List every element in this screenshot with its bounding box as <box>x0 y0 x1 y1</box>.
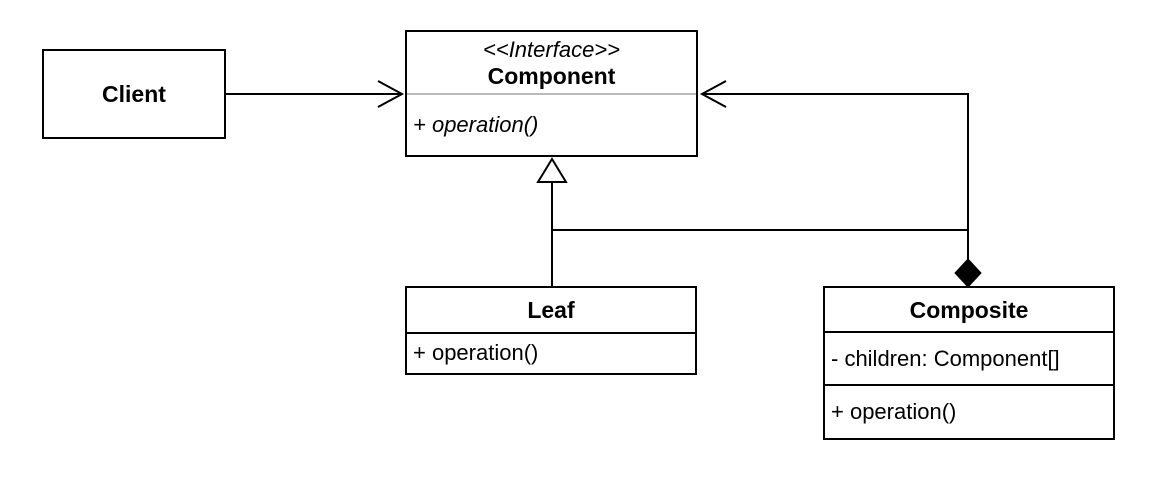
component-operation: + operation() <box>413 112 539 137</box>
class-box-composite: Composite - children: Component[] + oper… <box>823 286 1115 440</box>
leaf-component-realization <box>536 157 568 287</box>
filled-diamond-icon <box>954 258 982 288</box>
leaf-operation: + operation() <box>413 340 539 365</box>
class-name-leaf: Leaf <box>527 297 575 323</box>
composite-operation: + operation() <box>831 399 957 424</box>
class-box-leaf: Leaf + operation() <box>405 286 697 375</box>
composite-component-composition <box>699 80 982 288</box>
class-header-composite: Composite <box>825 288 1113 333</box>
stereotype-label: <<Interface>> <box>483 36 620 62</box>
hollow-triangle-icon <box>536 157 568 183</box>
client-component-association <box>226 80 405 108</box>
class-box-component: <<Interface>> Component + operation() <box>405 30 698 157</box>
open-arrowhead-icon <box>699 80 727 108</box>
composite-attribute: - children: Component[] <box>825 333 1113 386</box>
class-header-leaf: Leaf <box>407 288 695 334</box>
class-name-client: Client <box>102 81 166 107</box>
class-name-component: Component <box>487 62 616 89</box>
class-header-component: <<Interface>> Component <box>407 32 696 95</box>
class-box-client: Client <box>42 49 226 139</box>
class-name-composite: Composite <box>909 296 1029 323</box>
open-arrowhead-icon <box>377 80 405 108</box>
